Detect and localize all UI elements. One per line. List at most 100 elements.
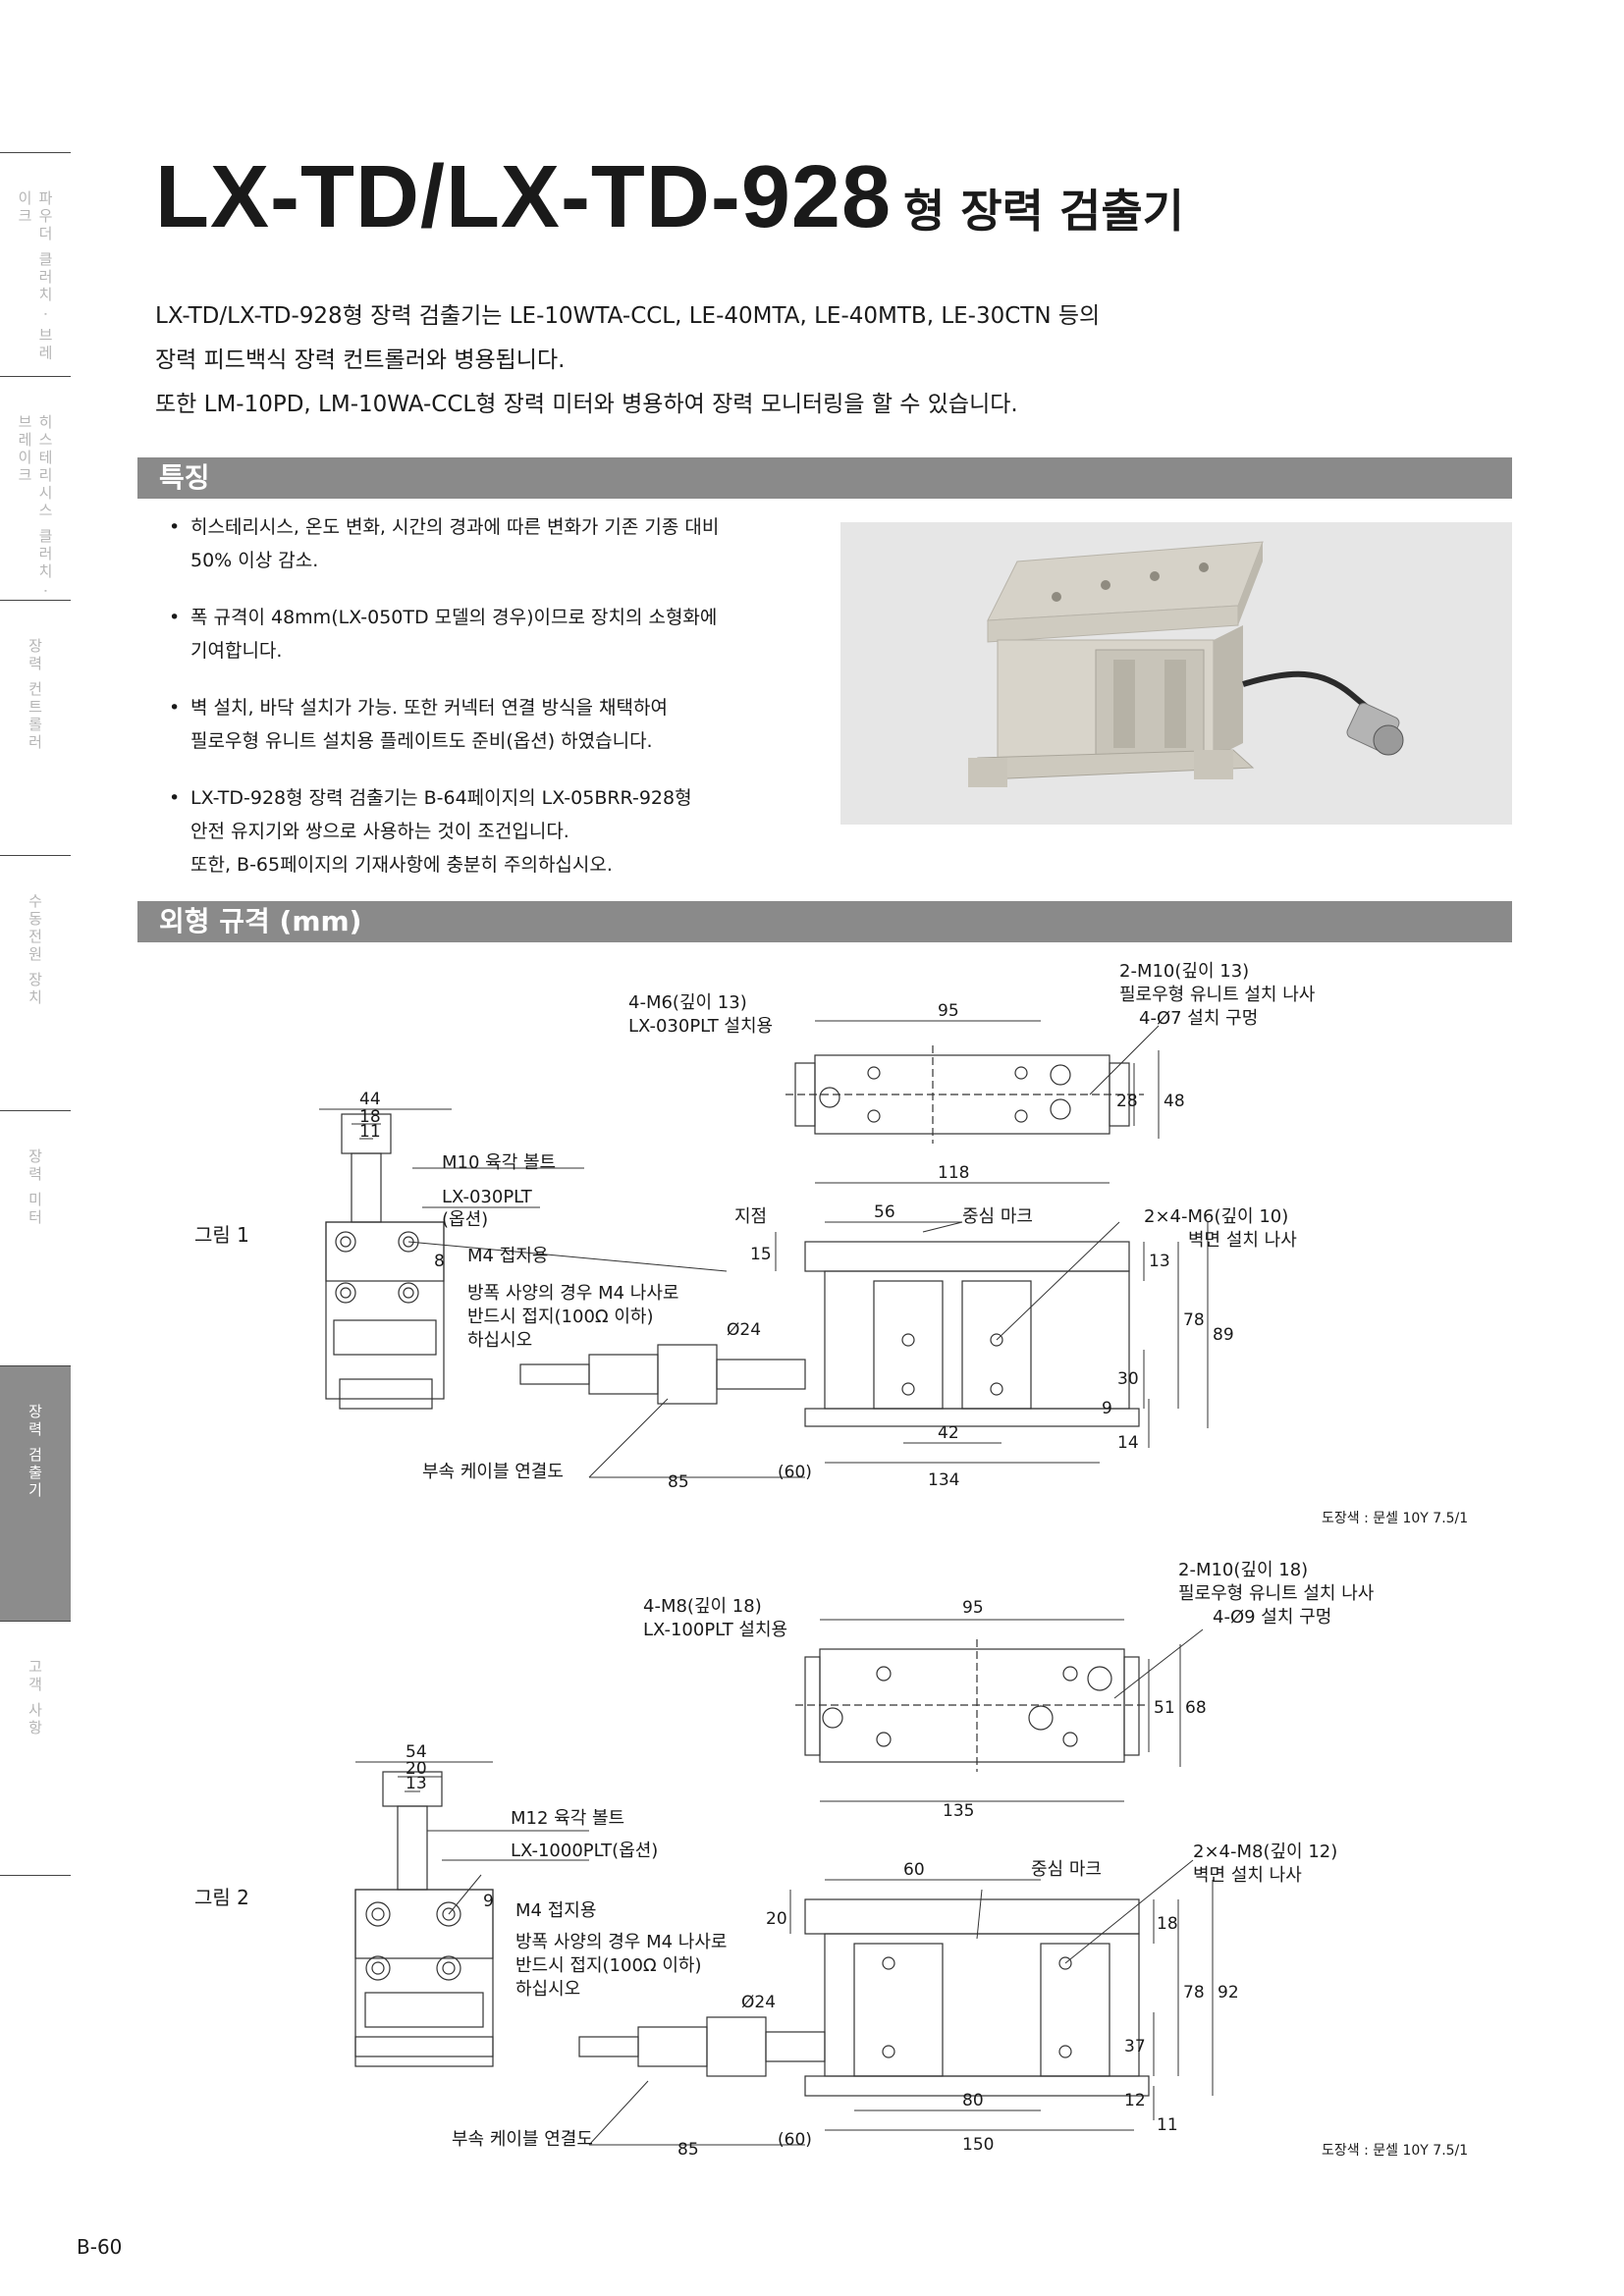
fig1-top-left-holes: 4-M6(깊이 13) [628, 992, 747, 1013]
feature-line: 50% 이상 감소. [190, 550, 319, 571]
bullet: • [169, 607, 181, 628]
dim-label: 118 [938, 1163, 969, 1183]
dim-label: 11 [359, 1122, 381, 1142]
dim-label: 80 [962, 2091, 984, 2110]
dim-label: Ø24 [727, 1320, 761, 1340]
side-tab-customer-notes[interactable]: 고객 사항 [0, 1621, 71, 1876]
fig2-top-right-holes: 4-Ø9 설치 구멍 [1213, 1607, 1331, 1628]
dim-label: 18 [1157, 1914, 1178, 1934]
feature-item: • 폭 규격이 48mm(LX-050TD 모델의 경우)이므로 장치의 소형화… [169, 601, 817, 667]
dim-label: 42 [938, 1423, 959, 1443]
dim-label: (60) [778, 2130, 812, 2150]
fig2-ground-note: 반드시 접지(100Ω 이하) [515, 1955, 702, 1976]
dim-label: 60 [903, 1860, 925, 1880]
dim-label: 14 [1117, 1433, 1139, 1453]
fig2-top-right-holes: 필로우형 유니트 설치 나사 [1178, 1583, 1375, 1604]
dim-label: 95 [962, 1598, 984, 1618]
dim-label: 44 [359, 1090, 381, 1109]
fig2-label: 그림 2 [194, 1886, 249, 1909]
dim-label: 48 [1164, 1092, 1185, 1111]
side-tab-power-supply[interactable]: 수동전원 장치 [0, 855, 71, 1110]
fig2-cable-label: 부속 케이블 연결도 [452, 2129, 593, 2150]
fig2-bolt [397, 1805, 428, 1891]
fig2-side-body [354, 1889, 494, 2057]
dim-label: 37 [1124, 2037, 1146, 2056]
intro-text: LX-TD/LX-TD-928형 장력 검출기는 LE-10WTA-CCL, L… [155, 294, 1510, 427]
fig2-front-top [804, 1898, 1140, 1935]
dim-label: 30 [1117, 1369, 1139, 1389]
bullet: • [169, 697, 181, 719]
fig2-ground-note: 하십시오 [515, 1979, 580, 2000]
feature-line: 안전 유지기와 쌍으로 사용하는 것이 조건입니다. [190, 821, 569, 842]
fig2-top-left-holes: LX-100PLT 설치용 [643, 1620, 787, 1640]
dim-label: 92 [1218, 1983, 1239, 2002]
feature-line: 필로우형 유니트 설치용 플레이트도 준비(옵션) 하였습니다. [190, 730, 653, 752]
feature-line: 히스테리시스, 온도 변화, 시간의 경과에 따른 변화가 기존 기종 대비 [190, 516, 720, 538]
dim-label: 51 [1154, 1698, 1175, 1718]
fig2-wall-holes: 벽면 설치 나사 [1193, 1865, 1302, 1886]
features-list: • 히스테리시스, 온도 변화, 시간의 경과에 따른 변화가 기존 기종 대비… [169, 510, 817, 905]
page-title: LX-TD/LX-TD-928 형 장력 검출기 [155, 147, 1184, 248]
dim-label: 13 [406, 1774, 427, 1793]
fig1-ground-note: 하십시오 [467, 1330, 532, 1351]
dim-label: 9 [1102, 1399, 1112, 1418]
fig1-plate-option: (옵션) [442, 1209, 488, 1230]
fig1-center-label: 중심 마크 [962, 1206, 1033, 1227]
side-tab-powder-clutch[interactable]: 파우더 클러치 · 브레이크 [0, 152, 71, 376]
fig1-label: 그림 1 [194, 1223, 249, 1247]
fig1-top-right-holes: 필로우형 유니트 설치 나사 [1119, 985, 1316, 1005]
dim-label: 20 [766, 1909, 787, 1929]
feature-line: LX-TD-928형 장력 검출기는 B-64페이지의 LX-05BRR-928… [190, 787, 692, 809]
side-tab-hysteresis-clutch[interactable]: 히스테리시스 클러치 · 브레이크 [0, 376, 71, 600]
dim-label: 68 [1185, 1698, 1207, 1718]
side-tab-tension-controller[interactable]: 장력 컨트롤러 [0, 600, 71, 855]
dim-label: 9 [483, 1892, 494, 1911]
fig1-top-left-holes: LX-030PLT 설치용 [628, 1016, 773, 1037]
intro-line: 장력 피드백식 장력 컨트롤러와 병용됩니다. [155, 347, 566, 373]
dim-label: 78 [1183, 1310, 1205, 1330]
paint-note-2: 도장색 : 문셀 10Y 7.5/1 [1322, 2143, 1469, 2159]
fig1-cable-label: 부속 케이블 연결도 [422, 1462, 564, 1482]
side-tabs: 파우더 클러치 · 브레이크 히스테리시스 클러치 · 브레이크 장력 컨트롤러… [0, 152, 71, 1876]
dim-label: 18 [359, 1107, 381, 1127]
title-suffix: 형 장력 검출기 [903, 185, 1184, 238]
dim-label: 54 [406, 1742, 427, 1762]
feature-line: 폭 규격이 48mm(LX-050TD 모델의 경우)이므로 장치의 소형화에 [190, 607, 718, 628]
dim-label: 85 [677, 2140, 699, 2160]
intro-line: LX-TD/LX-TD-928형 장력 검출기는 LE-10WTA-CCL, L… [155, 303, 1101, 329]
feature-line: 벽 설치, 바닥 설치가 가능. 또한 커넥터 연결 방식을 채택하여 [190, 697, 668, 719]
feature-item: • LX-TD-928형 장력 검출기는 B-64페이지의 LX-05BRR-9… [169, 781, 817, 881]
fig2-ground-note: 방폭 사양의 경우 M4 나사로 [515, 1932, 727, 1952]
dim-label: 28 [1116, 1092, 1138, 1111]
feature-item: • 벽 설치, 바닥 설치가 가능. 또한 커넥터 연결 방식을 채택하여 필로… [169, 691, 817, 758]
fig2-bolt-label: M12 육각 볼트 [511, 1808, 624, 1829]
page-number: B-60 [77, 2235, 123, 2259]
fig1-wall-holes: 벽면 설치 나사 [1188, 1230, 1297, 1251]
fig2-center-label: 중심 마크 [1031, 1859, 1102, 1880]
fig1-bolt [351, 1152, 382, 1223]
side-tab-tension-meter[interactable]: 장력 미터 [0, 1110, 71, 1365]
dim-label: (60) [778, 1463, 812, 1482]
fig1-plate-label: LX-030PLT [442, 1187, 533, 1207]
intro-line: 또한 LM-10PD, LM-10WA-CCL형 장력 미터와 병용하여 장력 … [155, 392, 1018, 417]
dim-label: 78 [1183, 1983, 1205, 2002]
title-model: LX-TD/LX-TD-928 [155, 148, 893, 246]
fig2-plate-label: LX-1000PLT(옵션) [511, 1841, 658, 1861]
dim-label: 135 [943, 1801, 974, 1821]
fig1-ground-note: 반드시 접지(100Ω 이하) [467, 1307, 654, 1327]
dim-label: 8 [434, 1252, 445, 1271]
fig1-fulcrum-label: 지점 [734, 1206, 767, 1227]
dim-label: 85 [668, 1472, 689, 1492]
dim-label: 11 [1157, 2115, 1178, 2135]
figure-2-drawing: 그림 2 M12 육각 볼트 LX-1000PLT(옵션) M4 접지용 방폭 … [194, 1560, 1375, 2160]
fig1-top-right-holes: 4-Ø7 설치 구멍 [1139, 1008, 1258, 1029]
fig1-bolt-label: M10 육각 볼트 [442, 1152, 556, 1173]
dim-label: 20 [406, 1759, 427, 1779]
side-tab-tension-detector[interactable]: 장력 검출기 [0, 1365, 71, 1621]
paint-note-1: 도장색 : 문셀 10Y 7.5/1 [1322, 1511, 1469, 1526]
dim-label: 56 [874, 1202, 895, 1222]
features-heading: 특징 [137, 457, 1512, 499]
product-photo [840, 522, 1512, 825]
dim-label: 95 [938, 1001, 959, 1021]
dim-label: 15 [750, 1245, 772, 1264]
